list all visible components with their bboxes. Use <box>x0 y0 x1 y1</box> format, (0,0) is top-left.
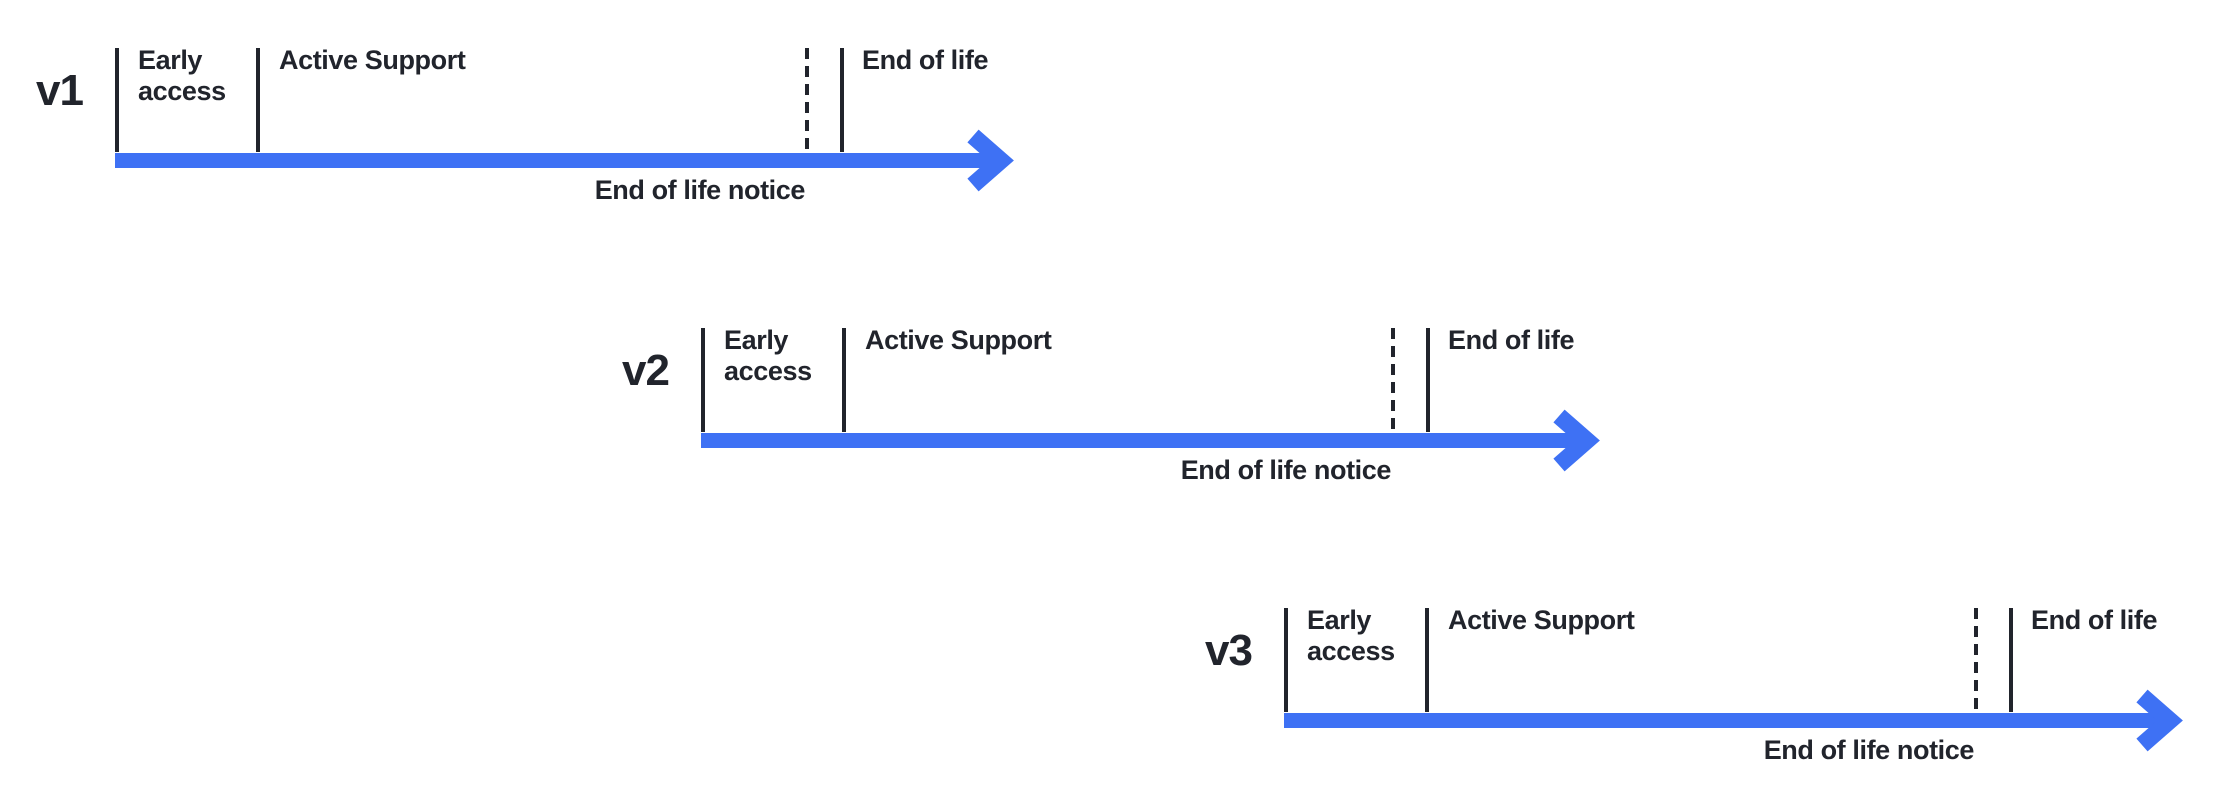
early-access-label: Early access <box>724 325 812 386</box>
arrow-shaft <box>1284 713 2162 728</box>
end-of-life-notice-label: End of life notice <box>594 175 806 205</box>
arrow-head-icon <box>967 129 1014 192</box>
timeline-arrow <box>115 129 1014 192</box>
end-of-life-label: End of life <box>2031 605 2158 635</box>
early-access-start-tick <box>1284 608 1288 712</box>
end-of-life-label: End of life <box>1448 325 1575 355</box>
active-support-start-tick <box>256 48 260 152</box>
end-of-life-tick <box>2009 608 2013 712</box>
active-support-label: Active Support <box>865 325 1052 355</box>
arrow-shaft <box>701 433 1579 448</box>
end-of-life-notice-label: End of life notice <box>1763 735 1975 765</box>
active-support-label: Active Support <box>279 45 466 75</box>
active-support-start-tick <box>842 328 846 432</box>
version-label: v3 <box>1205 626 1253 675</box>
early-access-label: Early access <box>138 45 226 106</box>
eol-notice-dashed-line <box>1391 328 1395 429</box>
eol-notice-dashed-line <box>805 48 809 149</box>
timeline-arrow <box>701 409 1600 472</box>
end-of-life-tick <box>840 48 844 152</box>
eol-notice-dashed-line <box>1974 608 1978 709</box>
arrow-head-icon <box>2136 689 2183 752</box>
timeline-arrow <box>1284 689 2183 752</box>
end-of-life-notice-label: End of life notice <box>1180 455 1392 485</box>
version-label: v1 <box>36 66 84 115</box>
arrow-shaft <box>115 153 993 168</box>
active-support-label: Active Support <box>1448 605 1635 635</box>
early-access-label: Early access <box>1307 605 1395 666</box>
end-of-life-tick <box>1426 328 1430 432</box>
early-access-start-tick <box>115 48 119 152</box>
version-label: v2 <box>622 346 670 395</box>
active-support-start-tick <box>1425 608 1429 712</box>
early-access-start-tick <box>701 328 705 432</box>
arrow-head-icon <box>1553 409 1600 472</box>
end-of-life-label: End of life <box>862 45 989 75</box>
